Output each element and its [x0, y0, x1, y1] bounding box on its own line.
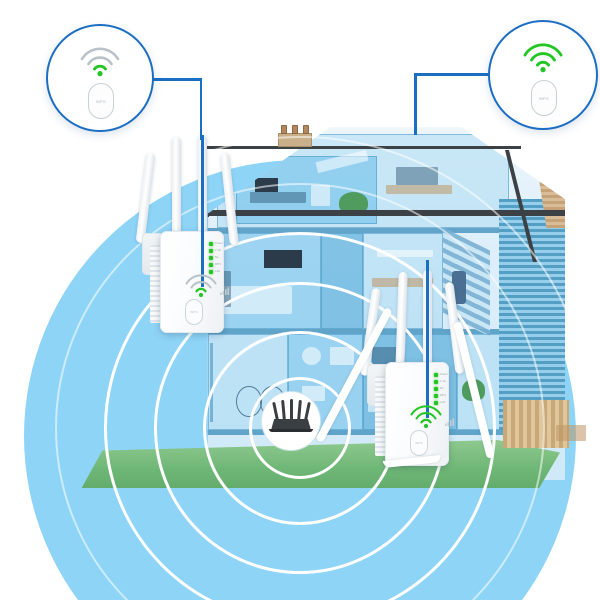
led-row-5g: 5G [434, 387, 448, 391]
led-lan-label: LAN [440, 401, 446, 404]
led-row-wps: WPS [209, 263, 223, 267]
led-24g-label: 2.4G [215, 249, 222, 252]
chimney-pot-2 [292, 125, 298, 134]
extender-upper-left[interactable]: Power 2.4G 5G WPS LAN [130, 135, 250, 335]
callout-leader-right-vertical [414, 73, 417, 135]
chimney-pot-1 [281, 125, 287, 134]
led-wps-label: WPS [215, 263, 222, 266]
led-5g-label: 5G [215, 256, 219, 259]
led-24g-icon [209, 249, 213, 253]
wps-button-label: WPS [190, 310, 198, 314]
callout-connector-pin [201, 135, 204, 287]
antenna-4 [220, 152, 239, 246]
led-power-label: Power [440, 373, 448, 376]
wps-button-label: WPS [538, 95, 549, 101]
led-5g-label: 5G [440, 387, 444, 390]
led-row-wps: WPS [434, 394, 448, 398]
callout-leader-left-horizontal [146, 78, 202, 81]
led-wps-icon [209, 263, 213, 267]
wps-button[interactable]: WPS [410, 430, 428, 456]
router-antenna-4 [297, 399, 302, 421]
led-indicator-stack: Power 2.4G 5G WPS LAN [209, 242, 223, 274]
led-5g-icon [434, 387, 438, 391]
callout-right[interactable]: WPS [488, 20, 598, 130]
led-wps-label: WPS [440, 394, 447, 397]
wifi-icon-strong [410, 405, 442, 429]
callout-right-device-face: WPS [490, 22, 596, 128]
led-row-power: Power [434, 373, 448, 377]
led-power-label: Power [215, 242, 223, 245]
callout-left[interactable]: WPS [46, 24, 154, 132]
callout-leader-right-horizontal [414, 73, 490, 76]
wps-button-label: WPS [415, 441, 423, 445]
antenna-2 [395, 271, 408, 373]
signal-bars-icon [445, 418, 455, 426]
led-lan-label: LAN [215, 270, 221, 273]
antenna-1 [135, 152, 156, 244]
antenna-2 [172, 137, 181, 241]
callout-leader-left-vertical [199, 78, 202, 140]
led-row-24g: 2.4G [434, 380, 448, 384]
led-row-lan: LAN [209, 270, 223, 274]
wps-button[interactable]: WPS [531, 80, 557, 116]
router-antenna-2 [281, 399, 286, 421]
led-lan-icon [434, 401, 438, 405]
chimney-pot-3 [303, 125, 309, 134]
wps-button-label: WPS [95, 98, 106, 104]
wifi-icon-weak [185, 274, 217, 298]
led-row-24g: 2.4G [209, 249, 223, 253]
router-antenna-3 [290, 399, 293, 420]
led-power-icon [209, 242, 213, 246]
wifi-icon-weak [80, 47, 120, 77]
router-badge[interactable] [262, 392, 320, 450]
router-antenna-1 [272, 401, 279, 421]
wps-button[interactable]: WPS [88, 83, 114, 119]
led-power-icon [434, 373, 438, 377]
callout-left-device-face: WPS [48, 26, 152, 130]
router-body [271, 419, 311, 430]
led-indicator-stack: Power 2.4G 5G WPS LAN [434, 373, 448, 405]
router-antenna-5 [304, 401, 311, 421]
signal-bars-icon [220, 287, 230, 295]
led-5g-icon [209, 256, 213, 260]
led-lan-icon [209, 270, 213, 274]
led-wps-icon [434, 394, 438, 398]
led-24g-label: 2.4G [440, 380, 447, 383]
wifi-icon-strong [523, 43, 563, 73]
led-row-power: Power [209, 242, 223, 246]
callout-connector-pin [426, 260, 429, 418]
led-row-5g: 5G [209, 256, 223, 260]
extender-lower-right[interactable]: Power 2.4G 5G WPS LAN [355, 260, 475, 470]
wps-button[interactable]: WPS [185, 299, 203, 325]
router-base-shadow [269, 429, 313, 432]
led-24g-icon [434, 380, 438, 384]
led-row-lan: LAN [434, 401, 448, 405]
